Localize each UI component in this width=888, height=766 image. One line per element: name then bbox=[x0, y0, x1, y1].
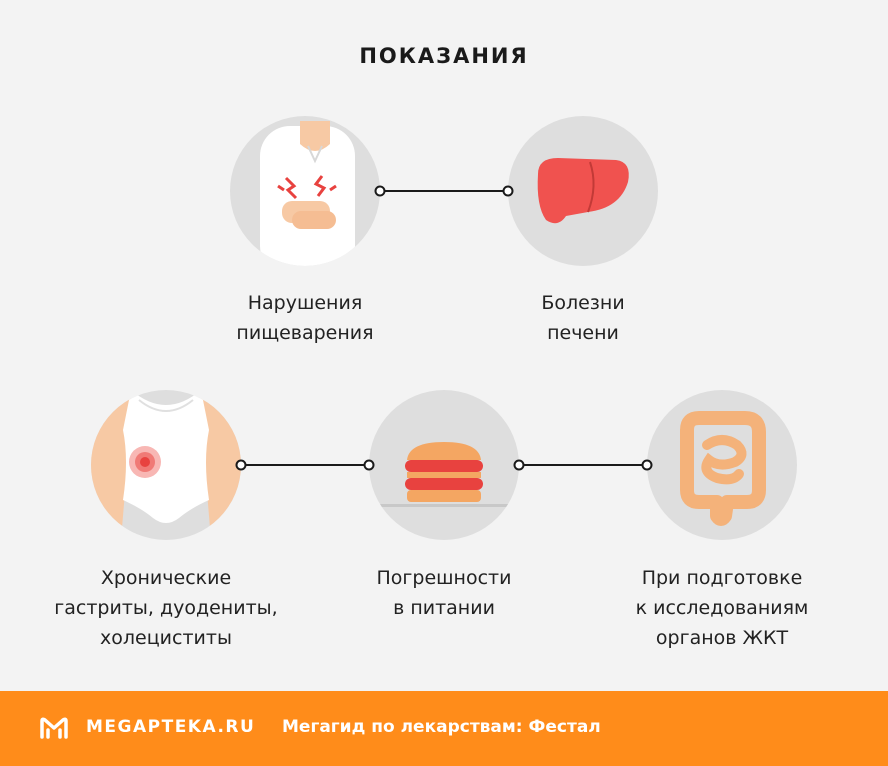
label-line: пищеварения bbox=[236, 322, 374, 344]
indication-label-digestion: Нарушения пищеварения bbox=[155, 288, 455, 348]
indication-circle-abdomen bbox=[91, 390, 241, 540]
megapteka-logo-icon bbox=[40, 717, 68, 739]
label-line: к исследованиям bbox=[635, 597, 809, 619]
label-line: Нарушения bbox=[247, 292, 363, 314]
page-title: ПОКАЗАНИЯ bbox=[359, 44, 529, 68]
label-line: холециститы bbox=[100, 627, 232, 649]
indication-label-liver: Болезни печени bbox=[433, 288, 733, 348]
burger-icon bbox=[377, 442, 511, 507]
indication-circle-liver bbox=[508, 116, 658, 266]
footer-brand-link[interactable]: MEGAPTEKA.RU bbox=[86, 717, 256, 737]
indication-label-abdomen: Хронические гастриты, дуодениты, холецис… bbox=[16, 563, 316, 653]
indication-circle-nutrition bbox=[369, 390, 519, 540]
footer-tagline: Мегагид по лекарствам: Фестал bbox=[282, 717, 601, 737]
liver-icon bbox=[537, 158, 629, 224]
label-line: При подготовке bbox=[641, 567, 803, 589]
indication-label-nutrition: Погрешности в питании bbox=[294, 563, 594, 623]
label-line: органов ЖКТ bbox=[655, 627, 789, 649]
label-line: в питании bbox=[393, 597, 495, 619]
label-line: Хронические bbox=[100, 567, 232, 589]
label-line: гастриты, дуодениты, bbox=[54, 597, 278, 619]
stomach-pain-icon bbox=[260, 121, 355, 266]
connector-nutrition-gi bbox=[513, 459, 653, 471]
connector-abdomen-nutrition bbox=[235, 459, 375, 471]
connector-digestion-liver bbox=[374, 185, 514, 197]
footer-bar: MEGAPTEKA.RU Мегагид по лекарствам: Фест… bbox=[0, 691, 888, 766]
label-line: Погрешности bbox=[376, 567, 512, 589]
indication-label-gi-prep: При подготовке к исследованиям органов Ж… bbox=[572, 563, 872, 653]
abdomen-pain-icon bbox=[91, 390, 241, 540]
indication-circle-digestion bbox=[230, 116, 380, 266]
label-line: печени bbox=[547, 322, 619, 344]
indication-circle-gi-prep bbox=[647, 390, 797, 540]
intestines-icon bbox=[680, 411, 766, 526]
label-line: Болезни bbox=[541, 292, 625, 314]
